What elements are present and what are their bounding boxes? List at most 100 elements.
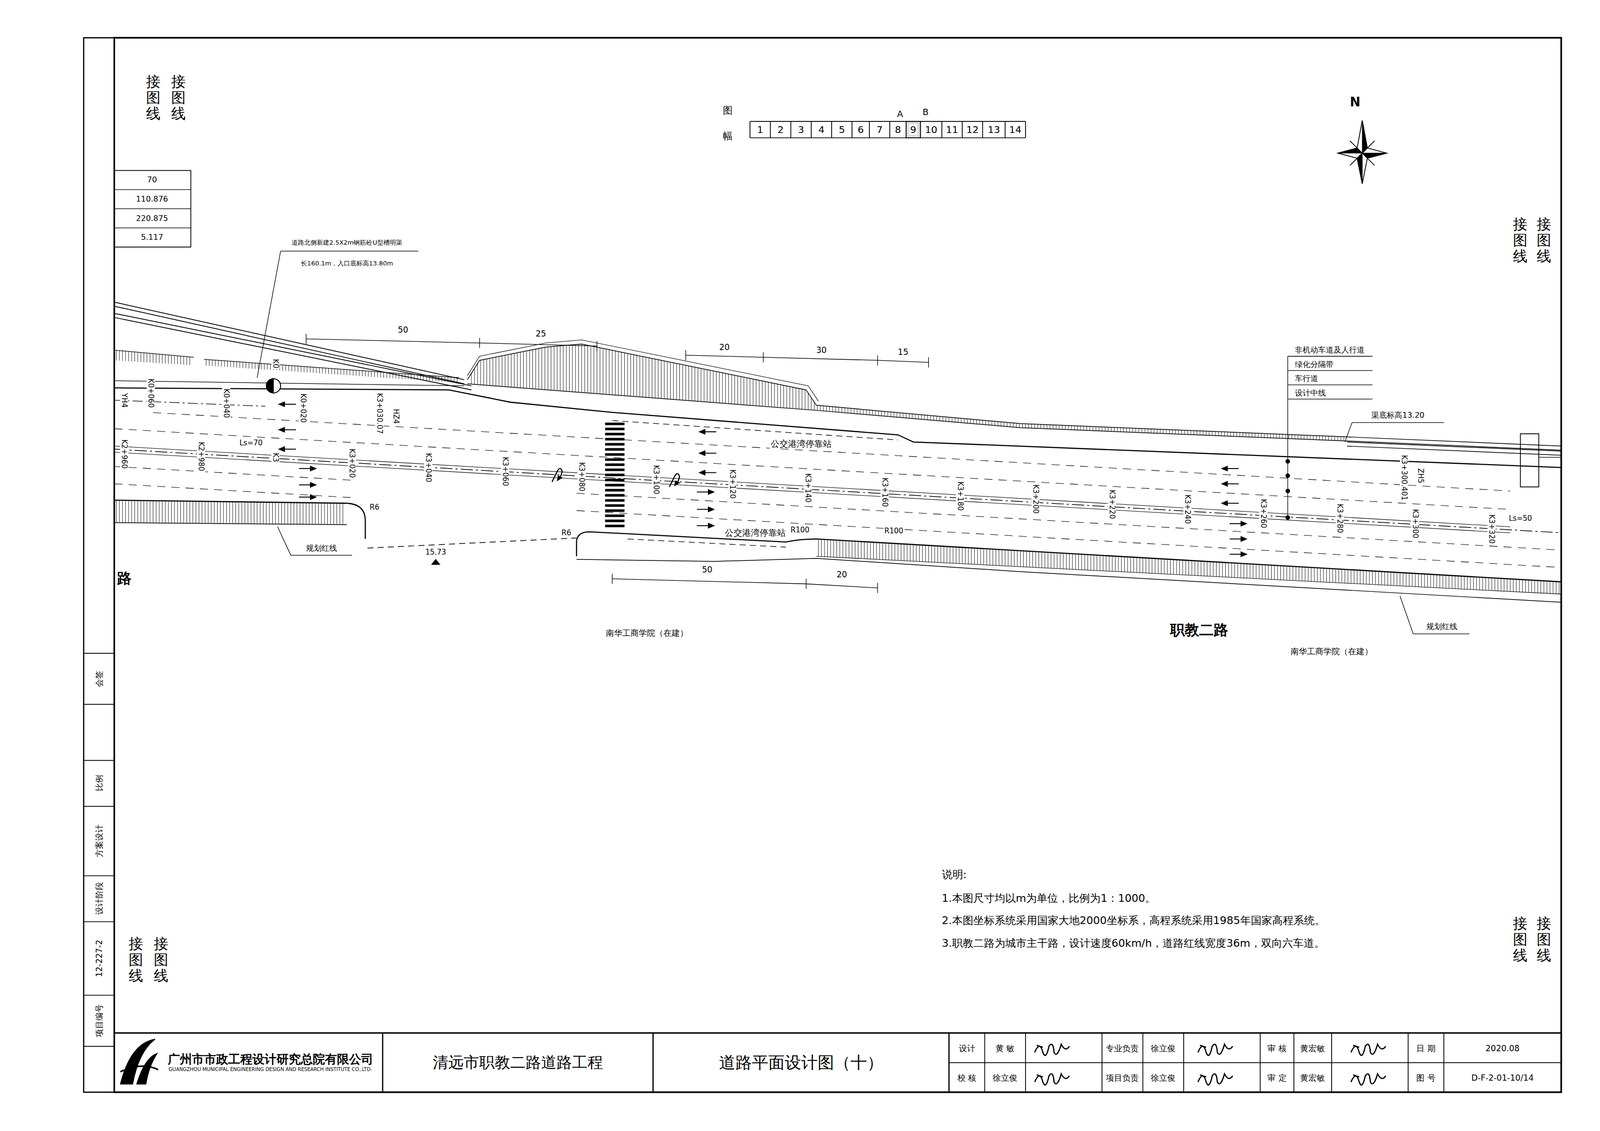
sheet-index <box>851 121 853 138</box>
sheet-number: 14 <box>1008 124 1023 135</box>
radius-label: R6 <box>560 528 573 538</box>
match-line-note: 接图线 <box>171 73 186 121</box>
lane-line <box>114 452 1511 533</box>
lane-arrow <box>1240 551 1248 558</box>
sheet-index <box>790 121 792 138</box>
title-block-cell: D-F-2-01-10/14 <box>1470 1073 1535 1083</box>
leader-line <box>1287 384 1373 385</box>
title-block-cell: 2020.08 <box>1484 1043 1521 1054</box>
sheet-index <box>941 121 943 138</box>
strip-rule <box>83 994 115 996</box>
sheet-number: 6 <box>856 124 866 135</box>
dimension-line <box>877 355 878 366</box>
leader-line <box>1287 398 1373 400</box>
elevation-label: 15.73 <box>424 548 448 557</box>
signature <box>1034 1073 1070 1086</box>
lane-line <box>153 412 1511 491</box>
transition-length: Ls=70 <box>238 439 264 448</box>
sheet-number: 4 <box>817 124 826 135</box>
crosswalk-stripe <box>604 463 625 466</box>
bus-bay-label: 公交港湾停靠站 <box>769 439 833 449</box>
station-label: K3+180 <box>956 480 965 513</box>
crosswalk-stripe <box>604 453 625 456</box>
dimension: 30 <box>815 345 828 355</box>
title-block-box: 广州市市政工程设计研究总院有限公司GUANGZHOU MUNICIPAL ENG… <box>158 1033 383 1091</box>
title-block-rule <box>984 1032 986 1092</box>
table-rule <box>114 227 191 229</box>
lane-arrow <box>708 489 715 495</box>
dimension: 50 <box>701 565 714 575</box>
title-block-box: 道路平面设计图（十） <box>653 1033 950 1091</box>
station-label: YH4 <box>120 392 129 409</box>
table-cell: 220.875 <box>134 214 169 223</box>
bus-bay-label: 公交港湾停靠站 <box>723 528 787 538</box>
sheet-index <box>769 121 771 138</box>
canal-edge <box>114 313 472 386</box>
sheet-index <box>889 121 891 138</box>
table-cell: 110.876 <box>134 194 169 204</box>
match-line-note: 接图线 <box>1536 216 1552 265</box>
title-block-cell: 徐立俊 <box>1149 1073 1177 1083</box>
leader-line <box>280 250 419 252</box>
dimension: 20 <box>835 570 849 580</box>
lane-arrow <box>310 494 317 500</box>
design-centerline <box>114 449 1561 533</box>
lane-line <box>114 428 1511 510</box>
elevation-marker <box>431 559 441 565</box>
sheet-number: 10 <box>924 124 939 135</box>
radius-label: R100 <box>883 526 905 535</box>
sheet-index <box>961 121 963 138</box>
strip-rule <box>83 652 115 654</box>
crosswalk-stripe <box>604 524 625 528</box>
station-label: HZ4 <box>392 408 401 426</box>
title-block-cell: 审 定 <box>1266 1073 1288 1083</box>
curve-table <box>114 170 191 248</box>
station-label: K3+040 <box>424 452 433 484</box>
callout-note: 长160.1m，入口底标高13.80m <box>299 259 395 267</box>
sidewalk-hatch <box>818 539 1559 595</box>
canal-edge <box>1347 446 1562 456</box>
match-line-note: 接图线 <box>1536 915 1552 964</box>
red-line-label: 规划红线 <box>1425 622 1459 632</box>
section-callout: 非机动车道及人行道 <box>1293 345 1366 355</box>
station-label: K3+260 <box>1259 498 1268 530</box>
station-label: K0 <box>271 357 280 369</box>
lane-arrow <box>708 506 715 513</box>
table-rule <box>114 189 191 190</box>
lane-arrow <box>278 426 285 433</box>
sheet-number: 11 <box>944 124 959 135</box>
crosswalk-stripe <box>604 494 625 497</box>
leader-line <box>257 250 281 378</box>
crosswalk-stripe <box>604 519 625 523</box>
dimension-line <box>685 350 687 361</box>
u-turn-arrow <box>674 480 680 486</box>
leader-line <box>1287 356 1289 518</box>
station-label: K3+240 <box>1183 493 1192 526</box>
station-label: K2+980 <box>196 440 206 472</box>
radius-label: R100 <box>789 525 811 534</box>
sheet-number: 7 <box>875 124 884 135</box>
signature <box>1350 1073 1386 1086</box>
signature <box>1198 1044 1234 1056</box>
sheet-index <box>749 137 1026 139</box>
station-label: K3+300.401 <box>1400 454 1409 502</box>
crosswalk-stripe <box>604 499 625 502</box>
lane-arrow <box>699 429 706 435</box>
title-block-rule <box>1407 1032 1409 1092</box>
lane-arrow <box>699 469 706 476</box>
title-block-cell: 审 核 <box>1266 1043 1288 1054</box>
sheet-index <box>1025 121 1027 138</box>
title-text: 清远市职教二路道路工程 <box>432 1053 603 1072</box>
title-block-rule <box>381 1032 384 1092</box>
crosswalk-stripe <box>604 448 625 451</box>
match-line-note: 接图线 <box>146 73 161 121</box>
sheet-number: 9 <box>909 124 918 135</box>
title-block-box: 清远市职教二路道路工程 <box>382 1033 653 1091</box>
signoff-field: 方案设计 <box>94 823 104 859</box>
crosswalk-stripe <box>604 442 625 446</box>
title-block-rule <box>1259 1032 1261 1092</box>
table-cell: 70 <box>146 176 158 185</box>
sheet-number: 2 <box>776 124 785 135</box>
strip-rule <box>83 806 115 808</box>
title-text: 道路平面设计图（十） <box>719 1053 884 1072</box>
